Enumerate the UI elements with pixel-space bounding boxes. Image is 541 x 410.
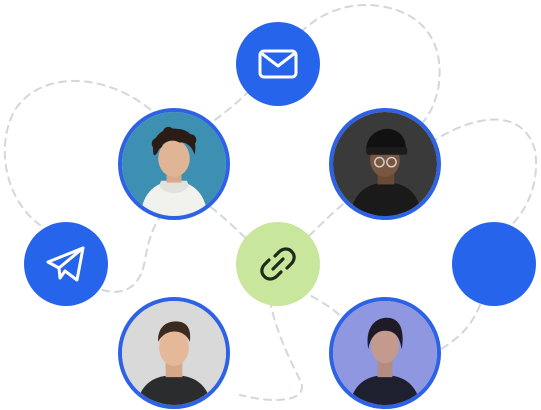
- avatar-image: [122, 112, 226, 216]
- link-node[interactable]: [236, 222, 320, 306]
- link-icon: [260, 247, 296, 281]
- avatar-curly-hair-white-hoodie[interactable]: [118, 108, 230, 220]
- avatar-black-beanie-glasses[interactable]: [329, 108, 441, 220]
- avatar-image: [122, 301, 226, 405]
- avatar-image: [333, 301, 437, 405]
- telegram-node[interactable]: [24, 222, 108, 306]
- avatar-short-hair-dark-shirt[interactable]: [118, 297, 230, 409]
- blank-node[interactable]: [452, 222, 536, 306]
- mail-icon: [258, 49, 298, 79]
- mail-node[interactable]: [236, 22, 320, 106]
- avatar-woman-blue-lighting[interactable]: [329, 297, 441, 409]
- avatar-image: [333, 112, 437, 216]
- telegram-icon: [46, 246, 85, 282]
